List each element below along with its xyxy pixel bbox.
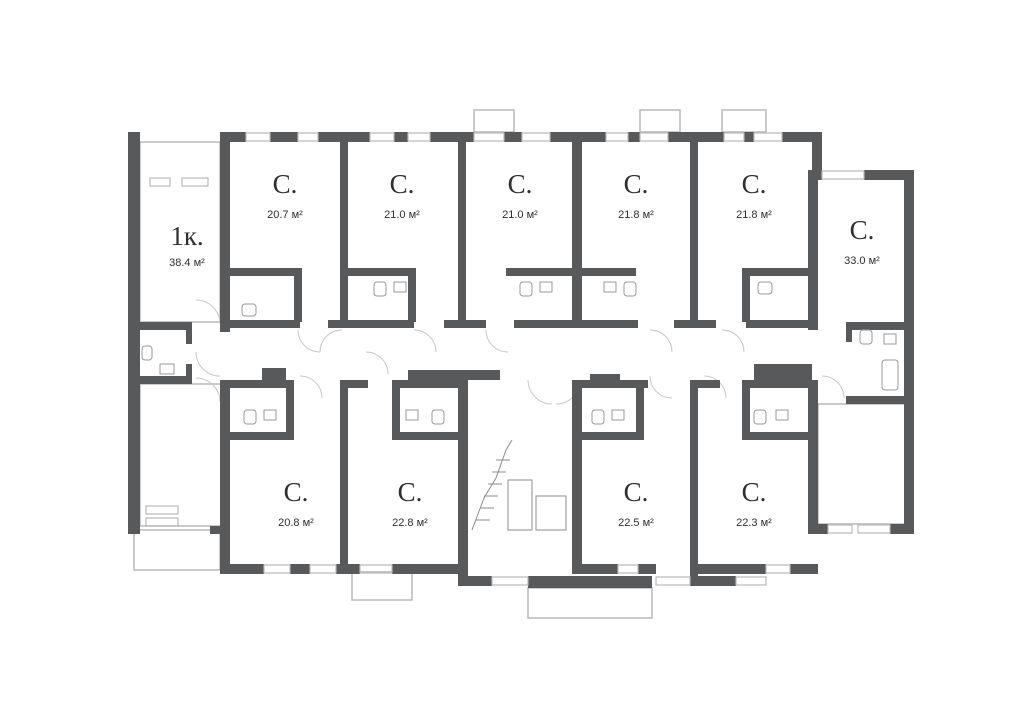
room-type: С. (849, 215, 875, 245)
entrance-porch (527, 587, 653, 619)
room-label-1k: 1к. 38.4 м² (150, 222, 224, 270)
room-type: С. (397, 477, 423, 507)
room-type: С. (741, 477, 767, 507)
corner-room-bottom-left (139, 383, 223, 527)
room-label-bottom-2: С. 22.8 м² (370, 478, 450, 530)
room-type: С. (283, 477, 309, 507)
balcony-top-3 (721, 109, 767, 133)
windows (145, 132, 891, 586)
corner-room-bottom-right (817, 403, 907, 525)
balcony-bottom-left (133, 529, 221, 571)
room-type: С. (272, 169, 298, 199)
room-area: 22.3 м² (736, 517, 772, 529)
sanitary-fixtures (141, 281, 899, 425)
room-type: С. (623, 477, 649, 507)
walls (128, 132, 914, 588)
staircase (471, 439, 567, 531)
room-type: С. (741, 169, 767, 199)
room-label-bottom-4: С. 22.3 м² (714, 478, 794, 530)
balcony-top-1 (473, 109, 515, 133)
room-area: 21.8 м² (736, 209, 772, 221)
room-type: С. (389, 169, 415, 199)
room-label-top-3: С. 21.0 м² (480, 170, 560, 222)
room-label-top-2: С. 21.0 м² (362, 170, 442, 222)
room-type: С. (623, 169, 649, 199)
balcony-bottom-mid (351, 571, 413, 601)
room-area: 20.7 м² (267, 209, 303, 221)
room-area: 21.0 м² (502, 209, 538, 221)
room-area: 21.8 м² (618, 209, 654, 221)
room-area: 20.8 м² (278, 517, 314, 529)
room-label-corner-right: С. 33.0 м² (826, 216, 898, 268)
room-label-top-1: С. 20.7 м² (245, 170, 325, 222)
room-label-top-4: С. 21.8 м² (596, 170, 676, 222)
room-area: 22.8 м² (392, 517, 428, 529)
room-area: 33.0 м² (844, 255, 880, 267)
room-label-bottom-3: С. 22.5 м² (596, 478, 676, 530)
room-area: 38.4 м² (169, 257, 205, 269)
room-label-bottom-1: С. 20.8 м² (256, 478, 336, 530)
room-type: 1к. (170, 221, 204, 251)
room-type: С. (507, 169, 533, 199)
room-label-top-5: С. 21.8 м² (714, 170, 794, 222)
room-area: 22.5 м² (618, 517, 654, 529)
room-area: 21.0 м² (384, 209, 420, 221)
balcony-top-2 (639, 109, 681, 133)
